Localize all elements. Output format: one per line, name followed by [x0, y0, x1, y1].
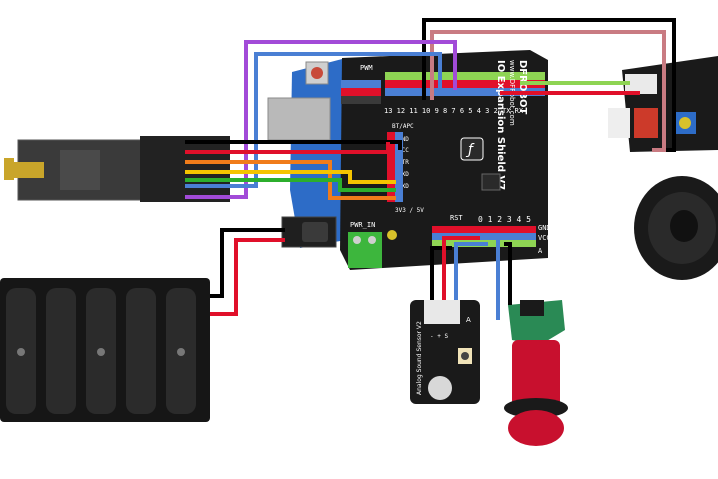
svg-text:ƒ: ƒ	[465, 142, 475, 158]
wire-black-battery	[210, 228, 285, 298]
svg-text:VCC: VCC	[398, 147, 409, 154]
analog-pin-labels: 0 1 2 3 4 5	[478, 215, 531, 224]
wire-red-module	[185, 142, 390, 154]
speaker-icon	[634, 176, 718, 280]
svg-text:RST: RST	[450, 214, 463, 222]
wire-purple	[185, 40, 457, 199]
svg-text:VCC: VCC	[538, 234, 551, 242]
wire-blue-top	[185, 52, 442, 188]
svg-text:RXD: RXD	[398, 183, 409, 190]
pwr-in-terminal	[348, 232, 382, 268]
wire-yellow	[185, 170, 396, 184]
potentiometer-icon	[387, 230, 397, 240]
wire-black-button	[504, 242, 512, 305]
analog-sound-sensor: A - + S Analog Sound Sensor V2	[410, 300, 480, 404]
svg-text:GND: GND	[538, 224, 551, 232]
arcade-button-icon	[504, 300, 568, 446]
svg-text:PWR_IN: PWR_IN	[350, 221, 375, 229]
svg-text:DFROBOT: DFROBOT	[517, 60, 528, 114]
svg-text:A: A	[466, 316, 471, 324]
wire-black-top	[422, 18, 676, 152]
digital-header-top	[385, 72, 545, 96]
audio-module	[608, 56, 718, 152]
antenna-connector	[4, 158, 14, 180]
svg-text:PWM: PWM	[360, 64, 373, 72]
microphone-icon	[428, 376, 452, 400]
svg-text:BT/APC: BT/APC	[392, 123, 414, 130]
svg-text:Analog Sound Sensor V2: Analog Sound Sensor V2	[416, 321, 423, 395]
audio-jack-icon	[608, 108, 630, 138]
dfrobot-logo: ƒ	[460, 137, 484, 161]
wire-green	[185, 178, 396, 192]
usb-connector	[267, 97, 331, 141]
svg-text:GND: GND	[398, 136, 409, 143]
svg-text:3V3 / 5V: 3V3 / 5V	[395, 207, 424, 214]
battery-holder	[0, 278, 210, 422]
svg-text:IO Expansion Shield V7: IO Expansion Shield V7	[495, 60, 506, 190]
svg-text:TXD: TXD	[398, 171, 409, 178]
svg-text:- + S: - + S	[430, 333, 448, 340]
digital-pin-labels: 13 12 11 10 9 8 7 6 5 4 3 2 TX RX	[384, 107, 524, 115]
wire-red-sensor	[442, 236, 480, 300]
wire-black-module	[185, 140, 402, 150]
wire-red-battery	[210, 238, 285, 316]
rf-module	[4, 136, 230, 202]
wires	[185, 18, 676, 320]
svg-text:DTR: DTR	[398, 159, 409, 166]
reset-button-icon	[311, 67, 323, 79]
svg-text:A: A	[538, 247, 543, 255]
wire-blue-sensor	[454, 242, 488, 300]
side-pin-labels: GND VCC DTR TXD RXD	[398, 136, 409, 190]
